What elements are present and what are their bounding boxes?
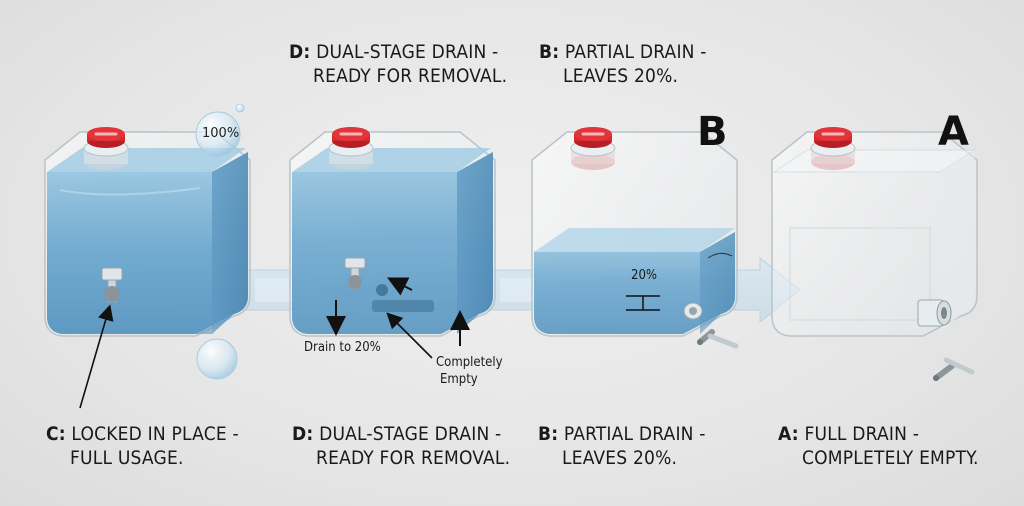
annotation-line2: Empty xyxy=(440,372,478,387)
red-cap-icon xyxy=(814,127,852,148)
bubble-label: 100% xyxy=(202,126,240,141)
caption-line2: LEAVES 20%. xyxy=(562,447,678,469)
tank-partial-drain xyxy=(531,127,738,337)
bubble-icon xyxy=(196,338,238,380)
caption-line1: FULL DRAIN - xyxy=(804,423,920,445)
caption-letter: C: xyxy=(46,423,66,445)
pointer-arrow-c xyxy=(79,304,114,409)
tank-dual-stage xyxy=(289,127,496,337)
annotation-completely-empty: Completely Empty xyxy=(436,354,503,388)
bottom-caption-b: B: PARTIAL DRAIN - LEAVES 20%. xyxy=(538,422,706,470)
caption-letter: D: xyxy=(289,41,311,63)
caption-line1: DUAL-STAGE DRAIN - xyxy=(319,423,502,445)
drain-key-icon xyxy=(697,329,739,349)
caption-line1: PARTIAL DRAIN - xyxy=(563,423,706,445)
top-caption-d: D: DUAL-STAGE DRAIN - READY FOR REMOVAL. xyxy=(289,40,507,88)
annotation-drain-to: Drain to 20% xyxy=(304,340,381,355)
caption-line1: PARTIAL DRAIN - xyxy=(564,41,707,63)
level-marker-icon xyxy=(626,295,660,311)
bottom-caption-a: A: FULL DRAIN - COMPLETELY EMPTY. xyxy=(778,422,979,470)
caption-line1: DUAL-STAGE DRAIN - xyxy=(316,41,499,63)
pointer-arrow-empty xyxy=(386,312,433,359)
caption-line2: COMPLETELY EMPTY. xyxy=(802,447,979,469)
caption-line2: LEAVES 20%. xyxy=(563,65,679,87)
annotation-level-20: 20% xyxy=(631,268,657,283)
big-letter-b: B xyxy=(697,109,728,155)
bottom-caption-d: D: DUAL-STAGE DRAIN - READY FOR REMOVAL. xyxy=(292,422,510,470)
top-caption-b: B: PARTIAL DRAIN - LEAVES 20%. xyxy=(539,40,707,88)
outlet-icon xyxy=(917,299,952,327)
arrow-inner xyxy=(387,277,413,296)
caption-letter: D: xyxy=(292,423,314,445)
caption-letter: B: xyxy=(539,41,560,63)
bottom-caption-c: C: LOCKED IN PLACE - FULL USAGE. xyxy=(46,422,239,470)
valve-icon xyxy=(344,257,366,289)
valve-icon xyxy=(101,267,123,303)
annotation-line1: Completely xyxy=(436,355,503,370)
tank-full-locked xyxy=(44,127,251,337)
caption-letter: A: xyxy=(778,423,799,445)
drain-key-icon xyxy=(933,357,975,381)
big-letter-a: A xyxy=(938,109,969,155)
red-cap-icon xyxy=(87,127,125,148)
tank-full-drain-empty xyxy=(771,127,978,337)
caption-line2: READY FOR REMOVAL. xyxy=(316,447,511,469)
caption-line2: READY FOR REMOVAL. xyxy=(313,65,508,87)
caption-line2: FULL USAGE. xyxy=(70,447,184,469)
bubble-icon-100 xyxy=(195,103,245,157)
caption-line1: LOCKED IN PLACE - xyxy=(71,423,239,445)
red-cap-icon xyxy=(332,127,370,148)
caption-letter: B: xyxy=(538,423,559,445)
red-cap-icon xyxy=(574,127,612,148)
